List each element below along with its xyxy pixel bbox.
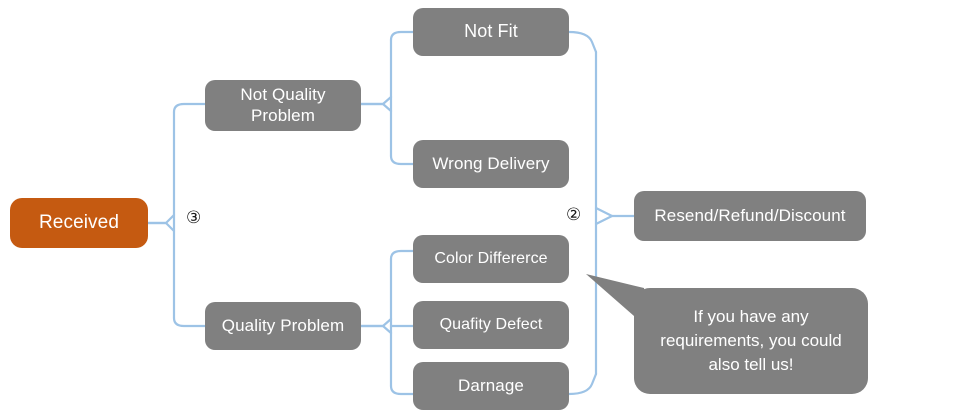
- callout-requirements[interactable]: If you have any requirements, you could …: [634, 288, 868, 394]
- node-received[interactable]: Received: [10, 198, 148, 248]
- node-resend-refund-discount[interactable]: Resend/Refund/Discount: [634, 191, 866, 241]
- connector-bus-to-not-quality: [172, 102, 207, 114]
- connector-bus-to-notfit: [389, 30, 415, 42]
- branch-marker-two: ②: [566, 205, 582, 225]
- connector-notfit-to-rightbus: [567, 30, 598, 54]
- connector-rightbus-to-resend-upper: [594, 206, 636, 218]
- connector-bus-to-colordiff: [389, 249, 415, 261]
- node-color-differerce[interactable]: Color Differerce: [413, 235, 569, 283]
- connector-notquality-down-stub: [359, 102, 393, 113]
- connector-quality-down-stub: [359, 324, 393, 335]
- node-wrong-delivery[interactable]: Wrong Delivery: [413, 140, 569, 188]
- connector-bus-to-quality: [172, 316, 207, 328]
- connector-received-down-stub: [146, 221, 176, 233]
- connector-bus-to-darnage: [389, 384, 415, 396]
- node-quafity-defect[interactable]: Quafity Defect: [413, 301, 569, 349]
- connector-darnage-to-rightbus: [567, 372, 598, 396]
- connector-bus-to-wrongdelivery: [389, 154, 415, 166]
- node-not-quality-problem[interactable]: Not Quality Problem: [205, 80, 361, 131]
- connector-notquality-up-stub: [359, 95, 393, 106]
- connector-rightbus-to-resend-lower: [594, 214, 614, 226]
- connector-quality-up-stub: [359, 317, 393, 328]
- node-quality-problem[interactable]: Quality Problem: [205, 302, 361, 350]
- node-not-fit[interactable]: Not Fit: [413, 8, 569, 56]
- node-darnage[interactable]: Darnage: [413, 362, 569, 410]
- connector-received-up-stub: [146, 213, 176, 225]
- branch-marker-three: ③: [186, 208, 202, 228]
